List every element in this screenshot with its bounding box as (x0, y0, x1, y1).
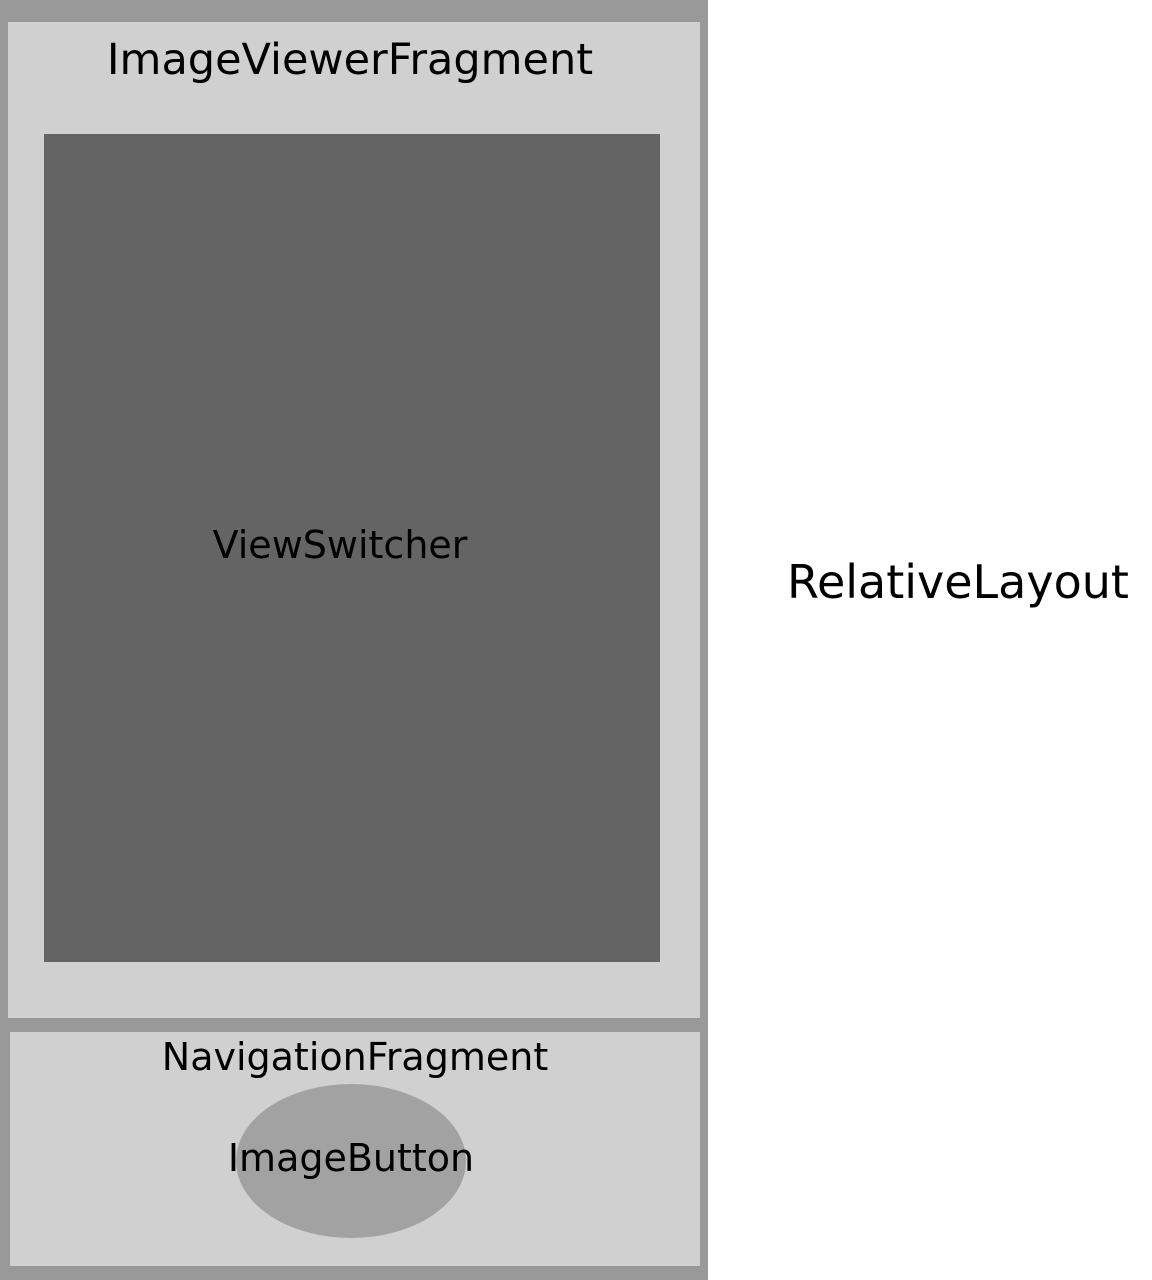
navigation-fragment: NavigationFragment ImageButton (10, 1032, 700, 1266)
image-button[interactable] (236, 1084, 466, 1238)
view-switcher-label: ViewSwitcher (212, 523, 468, 567)
image-button-label: ImageButton (227, 1136, 475, 1180)
relative-layout-label: RelativeLayout (787, 555, 1129, 609)
image-viewer-fragment: ImageViewerFragment ViewSwitcher (8, 22, 700, 1018)
image-viewer-fragment-label: ImageViewerFragment (106, 35, 594, 85)
view-switcher: ViewSwitcher (44, 134, 660, 962)
relative-layout-container: ImageViewerFragment ViewSwitcher Navigat… (0, 0, 708, 1280)
navigation-fragment-label: NavigationFragment (161, 1035, 549, 1079)
